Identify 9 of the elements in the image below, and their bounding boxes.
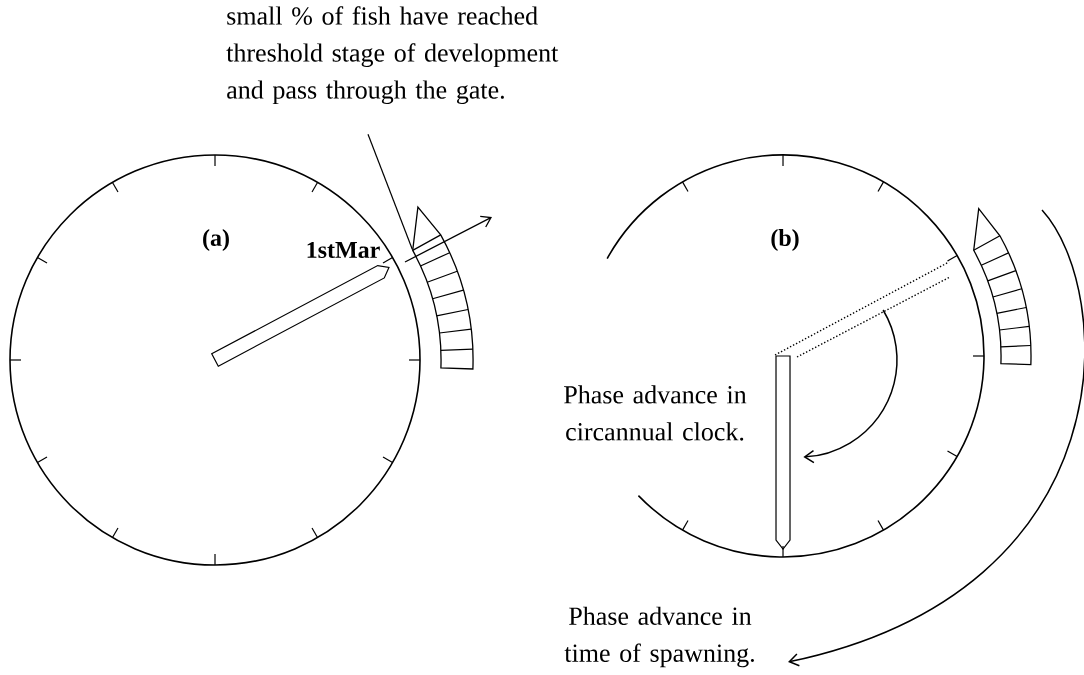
panel-label: (b) xyxy=(771,229,799,251)
panel-label: (a) xyxy=(203,229,229,251)
gate-drawing xyxy=(412,206,474,370)
caption-text: small % of fish have reached threshold stage of development and pass through the gate. xyxy=(226,6,559,105)
note-text: Phase advance in circannual clock. xyxy=(564,385,747,441)
note-text: Phase advance in time of spawning. xyxy=(564,606,754,668)
leader-line xyxy=(367,133,413,250)
date-label: 1stMar xyxy=(307,241,380,259)
gate-drawing xyxy=(973,207,1032,366)
